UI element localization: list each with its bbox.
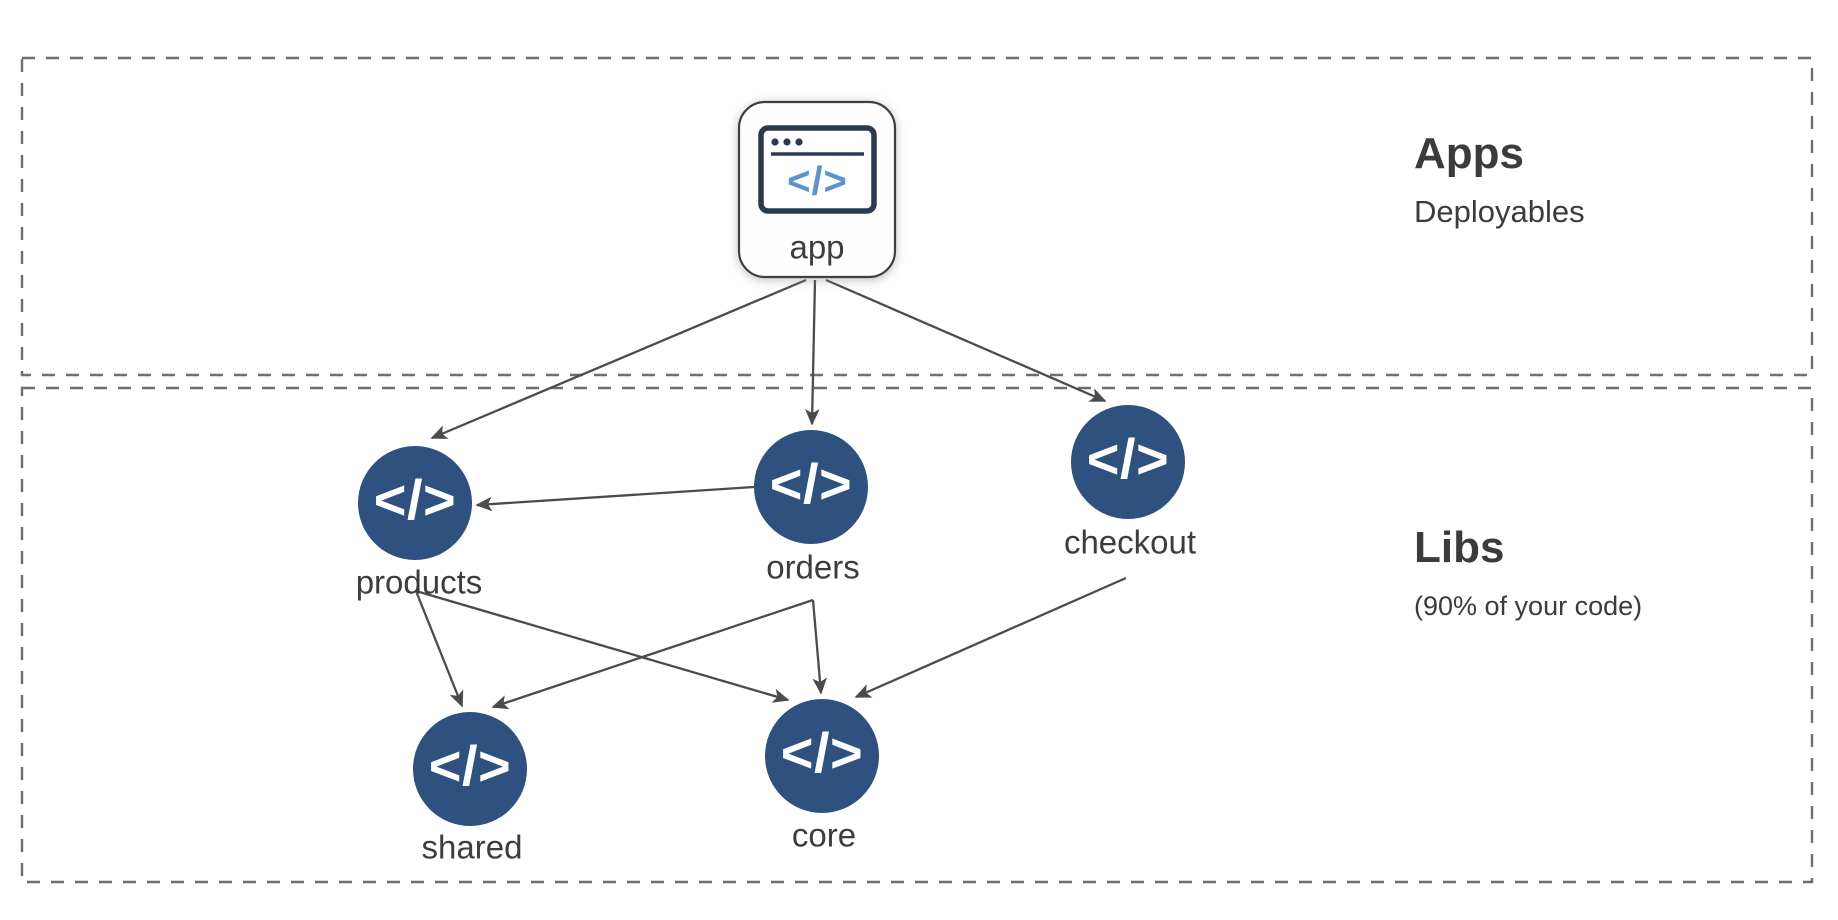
lib-node-core[interactable]: </> core: [765, 699, 879, 854]
zone-title-apps: Apps: [1414, 129, 1524, 178]
zone-title-libs: Libs: [1414, 523, 1504, 572]
code-circle-icon: [754, 430, 868, 544]
edge-checkout-to-core: [854, 576, 1127, 699]
app-node-app[interactable]: </> app: [737, 100, 897, 279]
lib-node-orders[interactable]: </> orders: [754, 430, 868, 586]
edge-app-to-checkout: [825, 278, 1107, 403]
dependency-edges: [414, 278, 1127, 710]
edge-orders-to-shared: [491, 598, 814, 710]
zone-subtitle-libs: (90% of your code): [1414, 591, 1642, 621]
node-label-checkout: checkout: [1064, 524, 1196, 561]
code-circle-icon: [358, 446, 472, 560]
zone-subtitle-apps: Deployables: [1414, 194, 1585, 229]
code-circle-icon: [1071, 405, 1185, 519]
lib-node-checkout[interactable]: </> checkout: [1064, 405, 1196, 561]
code-glyph: </>: [781, 721, 863, 784]
zone-box-libs: [20, 386, 1814, 884]
node-label-shared: shared: [422, 829, 523, 866]
node-label-core: core: [792, 817, 856, 854]
code-glyph: </>: [429, 734, 511, 797]
code-circle-icon: [765, 699, 879, 813]
edge-orders-to-core: [811, 599, 827, 695]
lib-node-products[interactable]: </> products: [356, 446, 483, 601]
edge-products-to-shared: [414, 590, 464, 708]
edge-products-to-core: [415, 589, 790, 703]
browser-code-icon: </>: [758, 125, 877, 214]
zone-box-apps: [20, 56, 1814, 377]
lib-node-shared[interactable]: </> shared: [413, 712, 527, 866]
code-glyph: </>: [787, 160, 848, 204]
edge-app-to-products: [430, 278, 807, 440]
browser-dot-3: [795, 138, 803, 146]
node-label-orders: orders: [766, 549, 860, 586]
browser-dot-2: [783, 138, 791, 146]
code-circle-icon: [413, 712, 527, 826]
browser-dot-1: [771, 138, 779, 146]
edge-orders-to-products: [475, 485, 755, 512]
zone-boxes: [20, 56, 1814, 884]
browser-frame: [758, 125, 877, 214]
code-glyph: </>: [770, 452, 852, 515]
node-label-app: app: [789, 229, 844, 266]
app-nodes: </> app: [737, 100, 897, 279]
code-glyph: </>: [1087, 427, 1169, 490]
lib-nodes: </> products </> orders </> checkout </> shared…: [356, 405, 1196, 866]
code-glyph: </>: [374, 468, 456, 531]
node-label-products: products: [356, 564, 483, 601]
edge-app-to-orders: [805, 279, 820, 426]
